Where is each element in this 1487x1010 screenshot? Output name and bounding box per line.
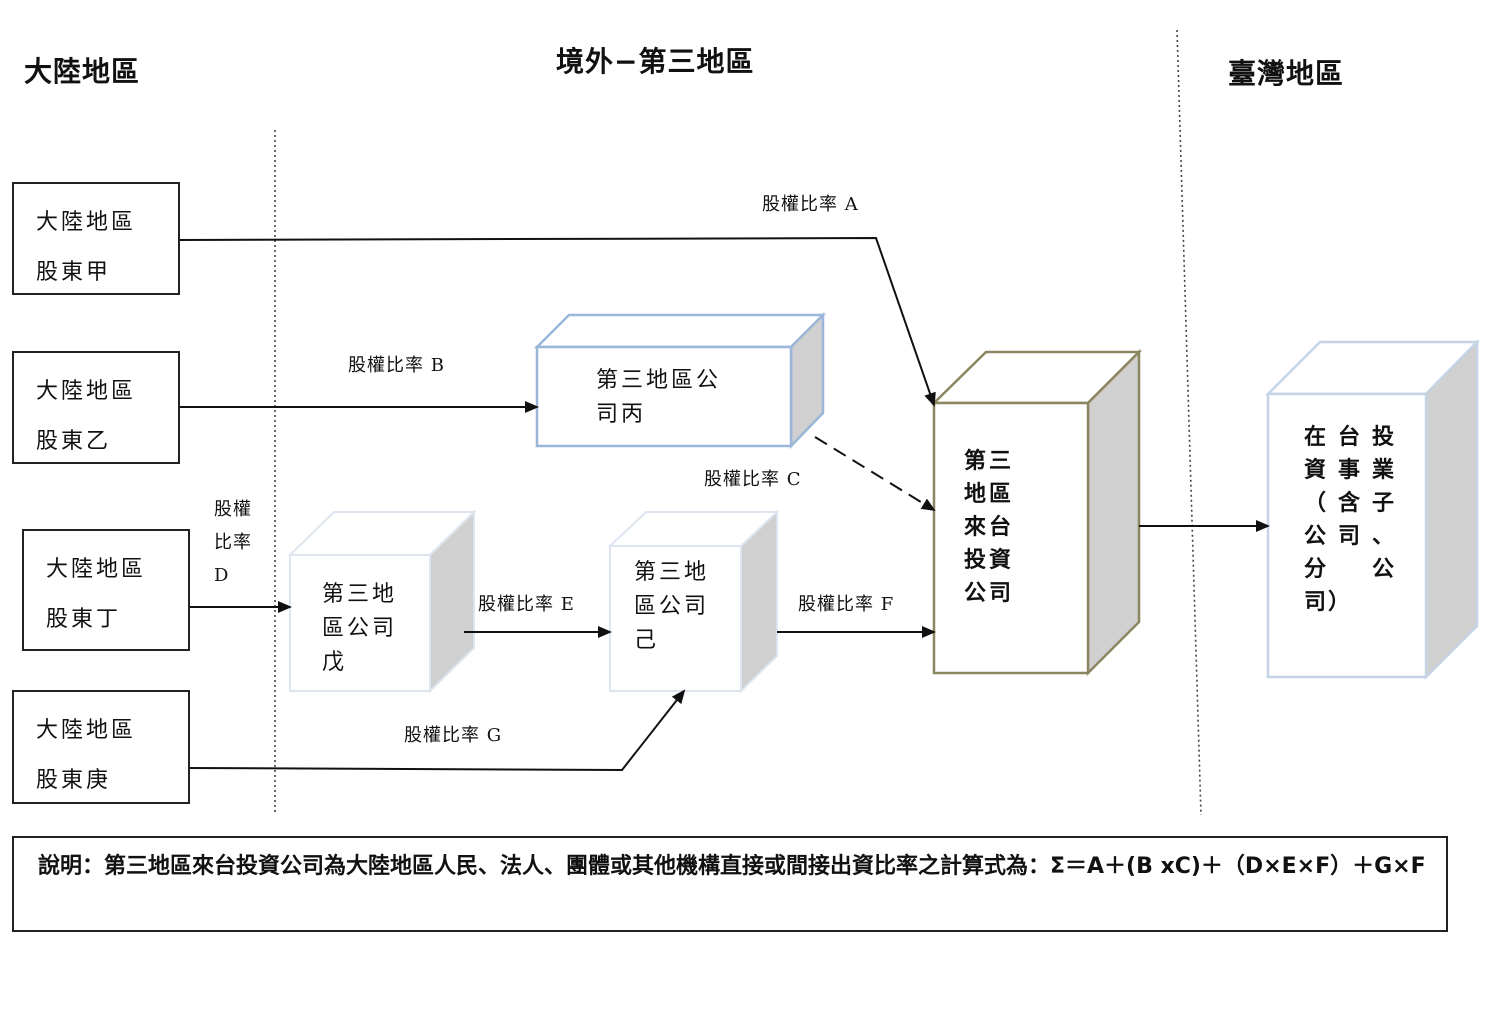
region-title-offshore: 境外−第三地區: [556, 45, 755, 78]
ratio-label-d-line: 比率: [214, 532, 252, 553]
company-ji-line: 己: [634, 628, 660, 653]
company-ji-label: 第三地 區公司 己: [634, 556, 709, 658]
company-wu-label: 第三地 區公司 戊: [322, 578, 397, 680]
shareholder-yi-line2: 股東乙: [36, 429, 112, 454]
ratio-label-g: 股權比率 G: [404, 725, 503, 746]
taiwan-char: 資: [1304, 457, 1329, 483]
shareholder-box-geng: 大陸地區 股東庚: [12, 690, 190, 804]
cube-taiwan-investee: [1264, 338, 1480, 681]
shareholder-geng-line2: 股東庚: [36, 768, 112, 793]
company-bing-line: 第三地區公: [596, 368, 722, 393]
shareholder-ding-line1: 大陸地區: [46, 557, 147, 582]
investor-company-line: 投資: [964, 547, 1015, 573]
taiwan-char: 分: [1304, 556, 1329, 582]
taiwan-char: 事: [1338, 457, 1363, 483]
taiwan-char: 含: [1338, 490, 1363, 516]
company-wu-line: 第三地: [322, 582, 398, 607]
investor-company-line: 公司: [964, 580, 1015, 606]
taiwan-char: 投: [1372, 424, 1397, 450]
taiwan-char: 公: [1304, 523, 1329, 549]
taiwan-char: 子: [1372, 490, 1397, 516]
taiwan-char: 在: [1304, 424, 1329, 450]
investor-company-line: 地區: [964, 481, 1015, 507]
company-bing-line: 司丙: [596, 402, 647, 427]
shareholder-yi-line1: 大陸地區: [36, 379, 137, 404]
ratio-label-b: 股權比率 B: [348, 355, 445, 376]
ratio-label-f: 股權比率 F: [798, 594, 895, 615]
company-wu-line: 區公司: [322, 616, 398, 641]
cube-company-ji: [607, 509, 780, 694]
ratio-label-e: 股權比率 E: [478, 594, 575, 615]
taiwan-char: （: [1304, 490, 1329, 516]
shareholder-jia-line1: 大陸地區: [36, 210, 137, 235]
arrow-ratio-g: [187, 689, 686, 772]
divider-right: [1176, 29, 1202, 816]
taiwan-text-col-middle: 台 事 含 司: [1338, 421, 1362, 553]
ratio-label-d: 股權 比率 D: [214, 493, 252, 592]
taiwan-char: 業: [1372, 457, 1397, 483]
taiwan-char: 公: [1372, 556, 1397, 582]
shareholder-box-jia: 大陸地區 股東甲: [12, 182, 180, 295]
cube-company-bing: [533, 311, 827, 450]
taiwan-char: 、: [1372, 523, 1397, 549]
company-ji-line: 第三地: [634, 560, 710, 585]
taiwan-char: 司: [1338, 523, 1363, 549]
region-title-taiwan: 臺灣地區: [1228, 57, 1345, 90]
ratio-label-a: 股權比率 A: [762, 194, 859, 215]
explanation-text: 說明：第三地區來台投資公司為大陸地區人民、法人、團體或其他機構直接或間接出資比率…: [38, 854, 1426, 879]
ratio-label-d-line: D: [214, 565, 230, 586]
ratio-label-c: 股權比率 C: [704, 469, 802, 490]
shareholder-ding-line2: 股東丁: [46, 607, 122, 632]
investor-company-line: 第三: [964, 448, 1015, 474]
ratio-label-d-line: 股權: [214, 499, 252, 520]
arrow-ratio-c: [814, 436, 936, 512]
cube-company-wu: [287, 509, 477, 694]
shareholder-box-yi: 大陸地區 股東乙: [12, 351, 180, 464]
company-wu-line: 戊: [322, 650, 348, 675]
taiwan-char: 台: [1338, 424, 1363, 450]
taiwan-text-col-right: 投 業 子 、 公: [1372, 421, 1396, 586]
company-ji-line: 區公司: [634, 594, 710, 619]
shareholder-box-ding: 大陸地區 股東丁: [22, 529, 190, 651]
cube-investor-company: [930, 348, 1143, 677]
investor-company-line: 來台: [964, 514, 1015, 540]
explanation-note: 說明：第三地區來台投資公司為大陸地區人民、法人、團體或其他機構直接或間接出資比率…: [12, 836, 1448, 932]
arrow-ratio-a: [177, 236, 936, 407]
company-bing-label: 第三地區公 司丙: [596, 364, 721, 432]
shareholder-jia-line2: 股東甲: [36, 260, 112, 285]
taiwan-text-col-left: 在 資 （ 公 分 司）: [1304, 421, 1352, 619]
investor-company-label: 第三 地區 來台 投資 公司: [964, 445, 1014, 610]
taiwan-char: 司）: [1304, 589, 1353, 615]
shareholder-geng-line1: 大陸地區: [36, 718, 137, 743]
region-title-mainland: 大陸地區: [24, 55, 141, 88]
